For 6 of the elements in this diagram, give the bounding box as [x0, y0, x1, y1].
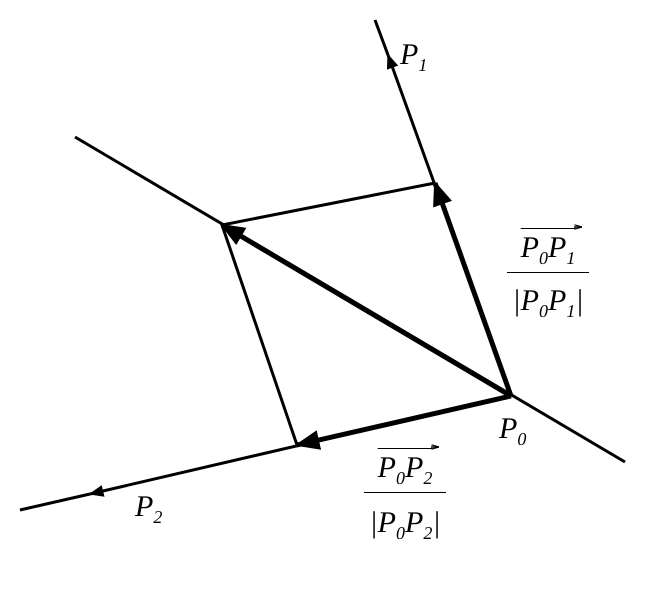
point-label: P$_{2}$	[90, 490, 162, 534]
point-label: P$_{0}$	[499, 396, 526, 456]
magnitude-label: |P$_{0}$P$_{2}$|	[369, 506, 441, 545]
point-label: P$_{1}$	[388, 30, 428, 82]
ray-arrow	[88, 394, 512, 497]
magnitude-label: |P$_{0}$P$_{1}$|	[512, 284, 584, 323]
